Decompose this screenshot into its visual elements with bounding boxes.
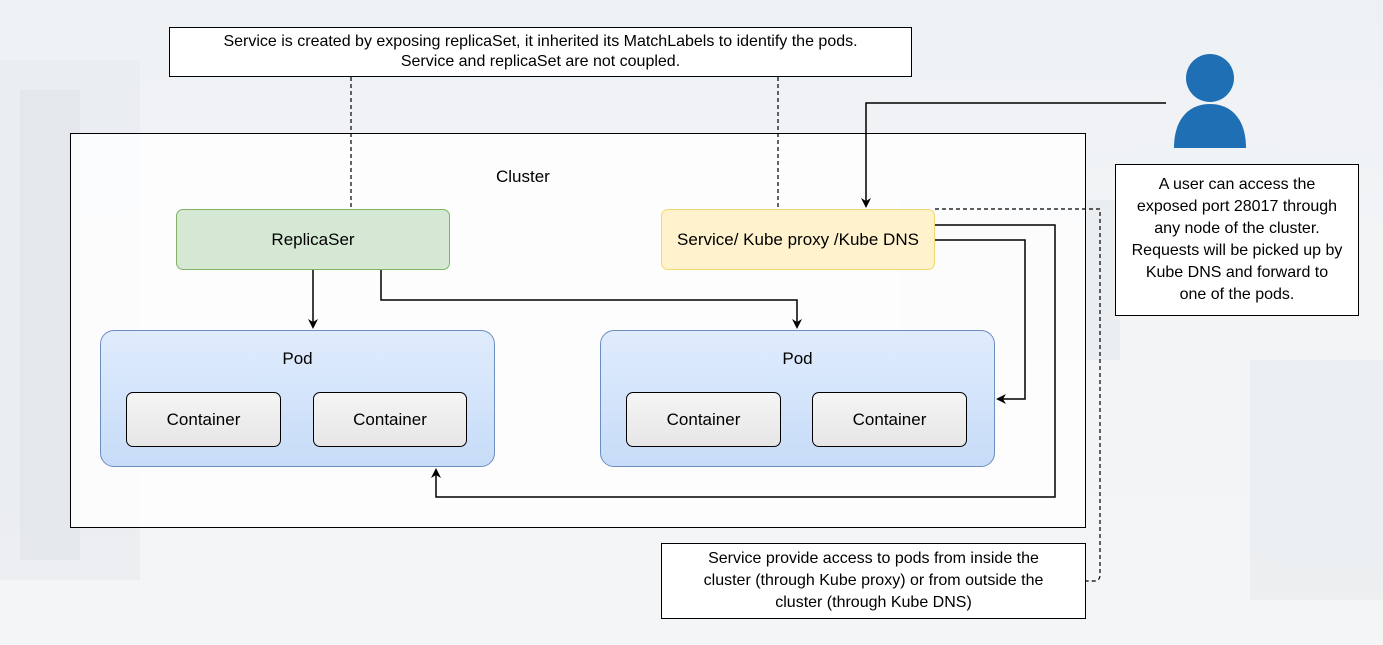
pod-title: Pod [282, 349, 313, 368]
note-line: one of the pods. [1179, 286, 1295, 303]
arrow-service-to-pod2 [935, 239, 1026, 404]
replicaset-label: ReplicaSer [271, 229, 355, 249]
arrow-service-to-pod1 [431, 224, 1056, 498]
service-label: Service/ Kube proxy /Kube DNS [677, 229, 919, 249]
container-node[interactable]: Container [313, 392, 467, 447]
container-label: Container [166, 409, 241, 429]
container-label: Container [666, 409, 741, 429]
container-node[interactable]: Container [126, 392, 281, 447]
container-label: Container [852, 409, 927, 429]
note-line: Service provide access to pods from insi… [708, 550, 1039, 567]
dashed-link-access-note [935, 208, 1101, 582]
note-line: cluster (through Kube proxy) or from out… [703, 572, 1044, 589]
service-replicaset-note: Service is created by exposing replicaSe… [169, 27, 912, 77]
note-line: Service and replicaSet are not coupled. [400, 53, 681, 70]
pod-title: Pod [782, 349, 813, 368]
note-line: A user can access the [1158, 176, 1316, 193]
service-access-note: Service provide access to pods from insi… [661, 543, 1086, 619]
note-line: Service is created by exposing replicaSe… [223, 33, 858, 50]
note-line: Kube DNS and forward to [1145, 264, 1329, 281]
note-line: exposed port 28017 through [1136, 198, 1338, 215]
user-access-note: A user can access the exposed port 28017… [1115, 164, 1359, 316]
note-line: Requests will be picked up by [1131, 242, 1343, 259]
container-node[interactable]: Container [626, 392, 781, 447]
service-node[interactable]: Service/ Kube proxy /Kube DNS [661, 209, 935, 270]
note-line: cluster (through Kube DNS) [775, 594, 972, 611]
user-icon [1174, 54, 1246, 148]
pod-node[interactable]: Pod Container Container [600, 330, 995, 467]
pod-node[interactable]: Pod Container Container [100, 330, 495, 467]
cluster-label: Cluster [496, 167, 550, 186]
arrow-user-to-service [861, 102, 1166, 208]
note-line: any node of the cluster. [1154, 220, 1320, 237]
container-label: Container [353, 409, 427, 429]
replicaset-node[interactable]: ReplicaSer [176, 209, 450, 270]
arrow-replicaset-to-pod2 [380, 270, 802, 329]
container-node[interactable]: Container [812, 392, 967, 447]
